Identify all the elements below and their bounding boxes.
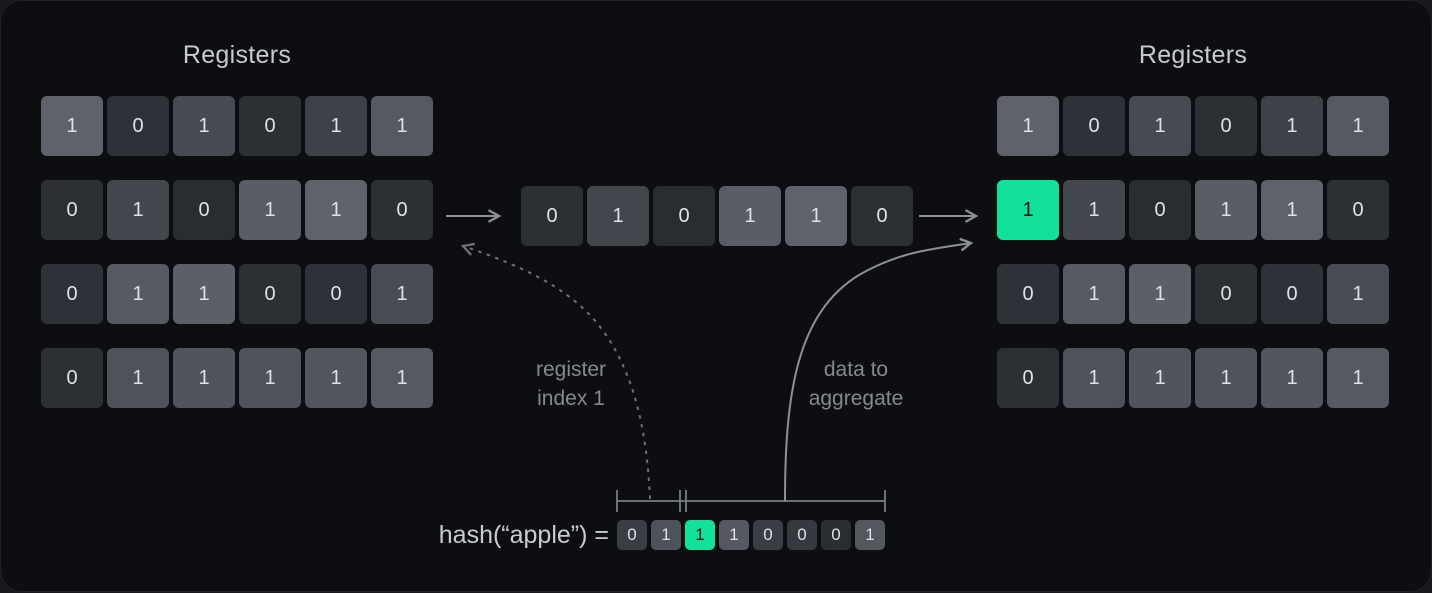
register-cell: 1 [1063, 348, 1125, 408]
register-cell: 1 [1261, 348, 1323, 408]
register-cell: 1 [107, 180, 169, 240]
registers-title-left: Registers [182, 41, 292, 69]
register-cell: 0 [997, 348, 1059, 408]
hash-bit-cell: 1 [685, 520, 715, 550]
register-cell: 1 [305, 180, 367, 240]
register-index-label: register index 1 [471, 355, 671, 413]
hash-bit-cell: 0 [753, 520, 783, 550]
register-cell: 1 [1327, 348, 1389, 408]
register-cell: 0 [1327, 180, 1389, 240]
register-cell: 1 [371, 348, 433, 408]
register-cell: 1 [1129, 264, 1191, 324]
register-cell: 0 [41, 180, 103, 240]
register-cell: 1 [1261, 96, 1323, 156]
register-cell: 0 [41, 264, 103, 324]
register-index-label-line1: register [535, 358, 607, 381]
register-cell: 0 [1261, 264, 1323, 324]
register-cell: 0 [173, 180, 235, 240]
bit-cell: 1 [785, 186, 847, 246]
hash-bit-cell: 0 [787, 520, 817, 550]
register-cell: 1 [41, 96, 103, 156]
register-cell: 0 [1195, 264, 1257, 324]
register-cell: 0 [239, 264, 301, 324]
register-cell: 1 [173, 348, 235, 408]
register-cell: 0 [239, 96, 301, 156]
register-cell: 0 [371, 180, 433, 240]
data-to-aggregate-label: data to aggregate [756, 355, 956, 413]
hash-bit-cell: 0 [617, 520, 647, 550]
bit-cell: 1 [587, 186, 649, 246]
register-cell: 1 [173, 264, 235, 324]
register-cell: 1 [1327, 96, 1389, 156]
register-cell: 0 [305, 264, 367, 324]
hash-bit-cell: 0 [821, 520, 851, 550]
register-cell: 1 [997, 96, 1059, 156]
hash-bit-cell: 1 [855, 520, 885, 550]
register-cell: 1 [371, 96, 433, 156]
bit-cell: 0 [653, 186, 715, 246]
register-index-label-line2: index 1 [537, 387, 605, 410]
register-cell: 1 [305, 348, 367, 408]
data-to-aggregate-label-line2: aggregate [808, 387, 904, 410]
register-cell: 1 [107, 348, 169, 408]
hash-bit-cell: 1 [719, 520, 749, 550]
data-to-aggregate-label-line1: data to [823, 358, 889, 381]
register-cell: 0 [1063, 96, 1125, 156]
register-cell: 0 [1195, 96, 1257, 156]
register-cell: 1 [371, 264, 433, 324]
hash-bit-cell: 1 [651, 520, 681, 550]
register-cell: 1 [1195, 180, 1257, 240]
register-cell: 1 [997, 180, 1059, 240]
hash-bits-bracket [616, 490, 886, 512]
register-cell: 0 [997, 264, 1059, 324]
registers-title-right: Registers [1138, 41, 1248, 69]
register-cell: 1 [1063, 264, 1125, 324]
register-cell: 1 [1261, 180, 1323, 240]
hash-expression-label: hash(“apple”) = [438, 521, 609, 549]
register-cell: 1 [1195, 348, 1257, 408]
register-cell: 1 [173, 96, 235, 156]
register-cell: 0 [41, 348, 103, 408]
bit-cell: 0 [851, 186, 913, 246]
register-cell: 1 [305, 96, 367, 156]
register-cell: 1 [107, 264, 169, 324]
bit-cell: 0 [521, 186, 583, 246]
register-cell: 1 [1129, 96, 1191, 156]
register-cell: 1 [239, 348, 301, 408]
register-cell: 1 [1327, 264, 1389, 324]
register-cell: 1 [1063, 180, 1125, 240]
register-cell: 0 [1129, 180, 1191, 240]
register-cell: 1 [239, 180, 301, 240]
register-cell: 0 [107, 96, 169, 156]
register-cell: 1 [1129, 348, 1191, 408]
bit-cell: 1 [719, 186, 781, 246]
